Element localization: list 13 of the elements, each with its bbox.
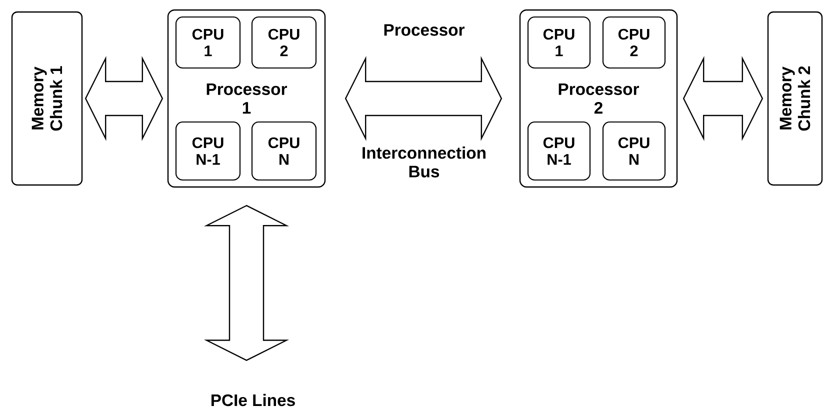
memory-box: Memory Chunk 1 — [11, 11, 83, 186]
cpu-box: CPU 2 — [251, 16, 317, 69]
cpu-box: CPU N — [251, 121, 317, 181]
bus-label: Interconnection Bus — [362, 146, 486, 178]
memory-box: Memory Chunk 2 — [767, 11, 823, 186]
bus-label: Processor — [384, 24, 464, 36]
cpu-box: CPU 1 — [527, 16, 591, 69]
cpu-box: CPU N-1 — [527, 121, 591, 181]
cpu-box: CPU N-1 — [175, 121, 241, 181]
text-label: PCIe Lines — [212, 394, 295, 406]
cpu-box: CPU N — [602, 121, 666, 181]
cpu-box: CPU 2 — [602, 16, 666, 69]
cpu-box: CPU 1 — [175, 16, 241, 69]
